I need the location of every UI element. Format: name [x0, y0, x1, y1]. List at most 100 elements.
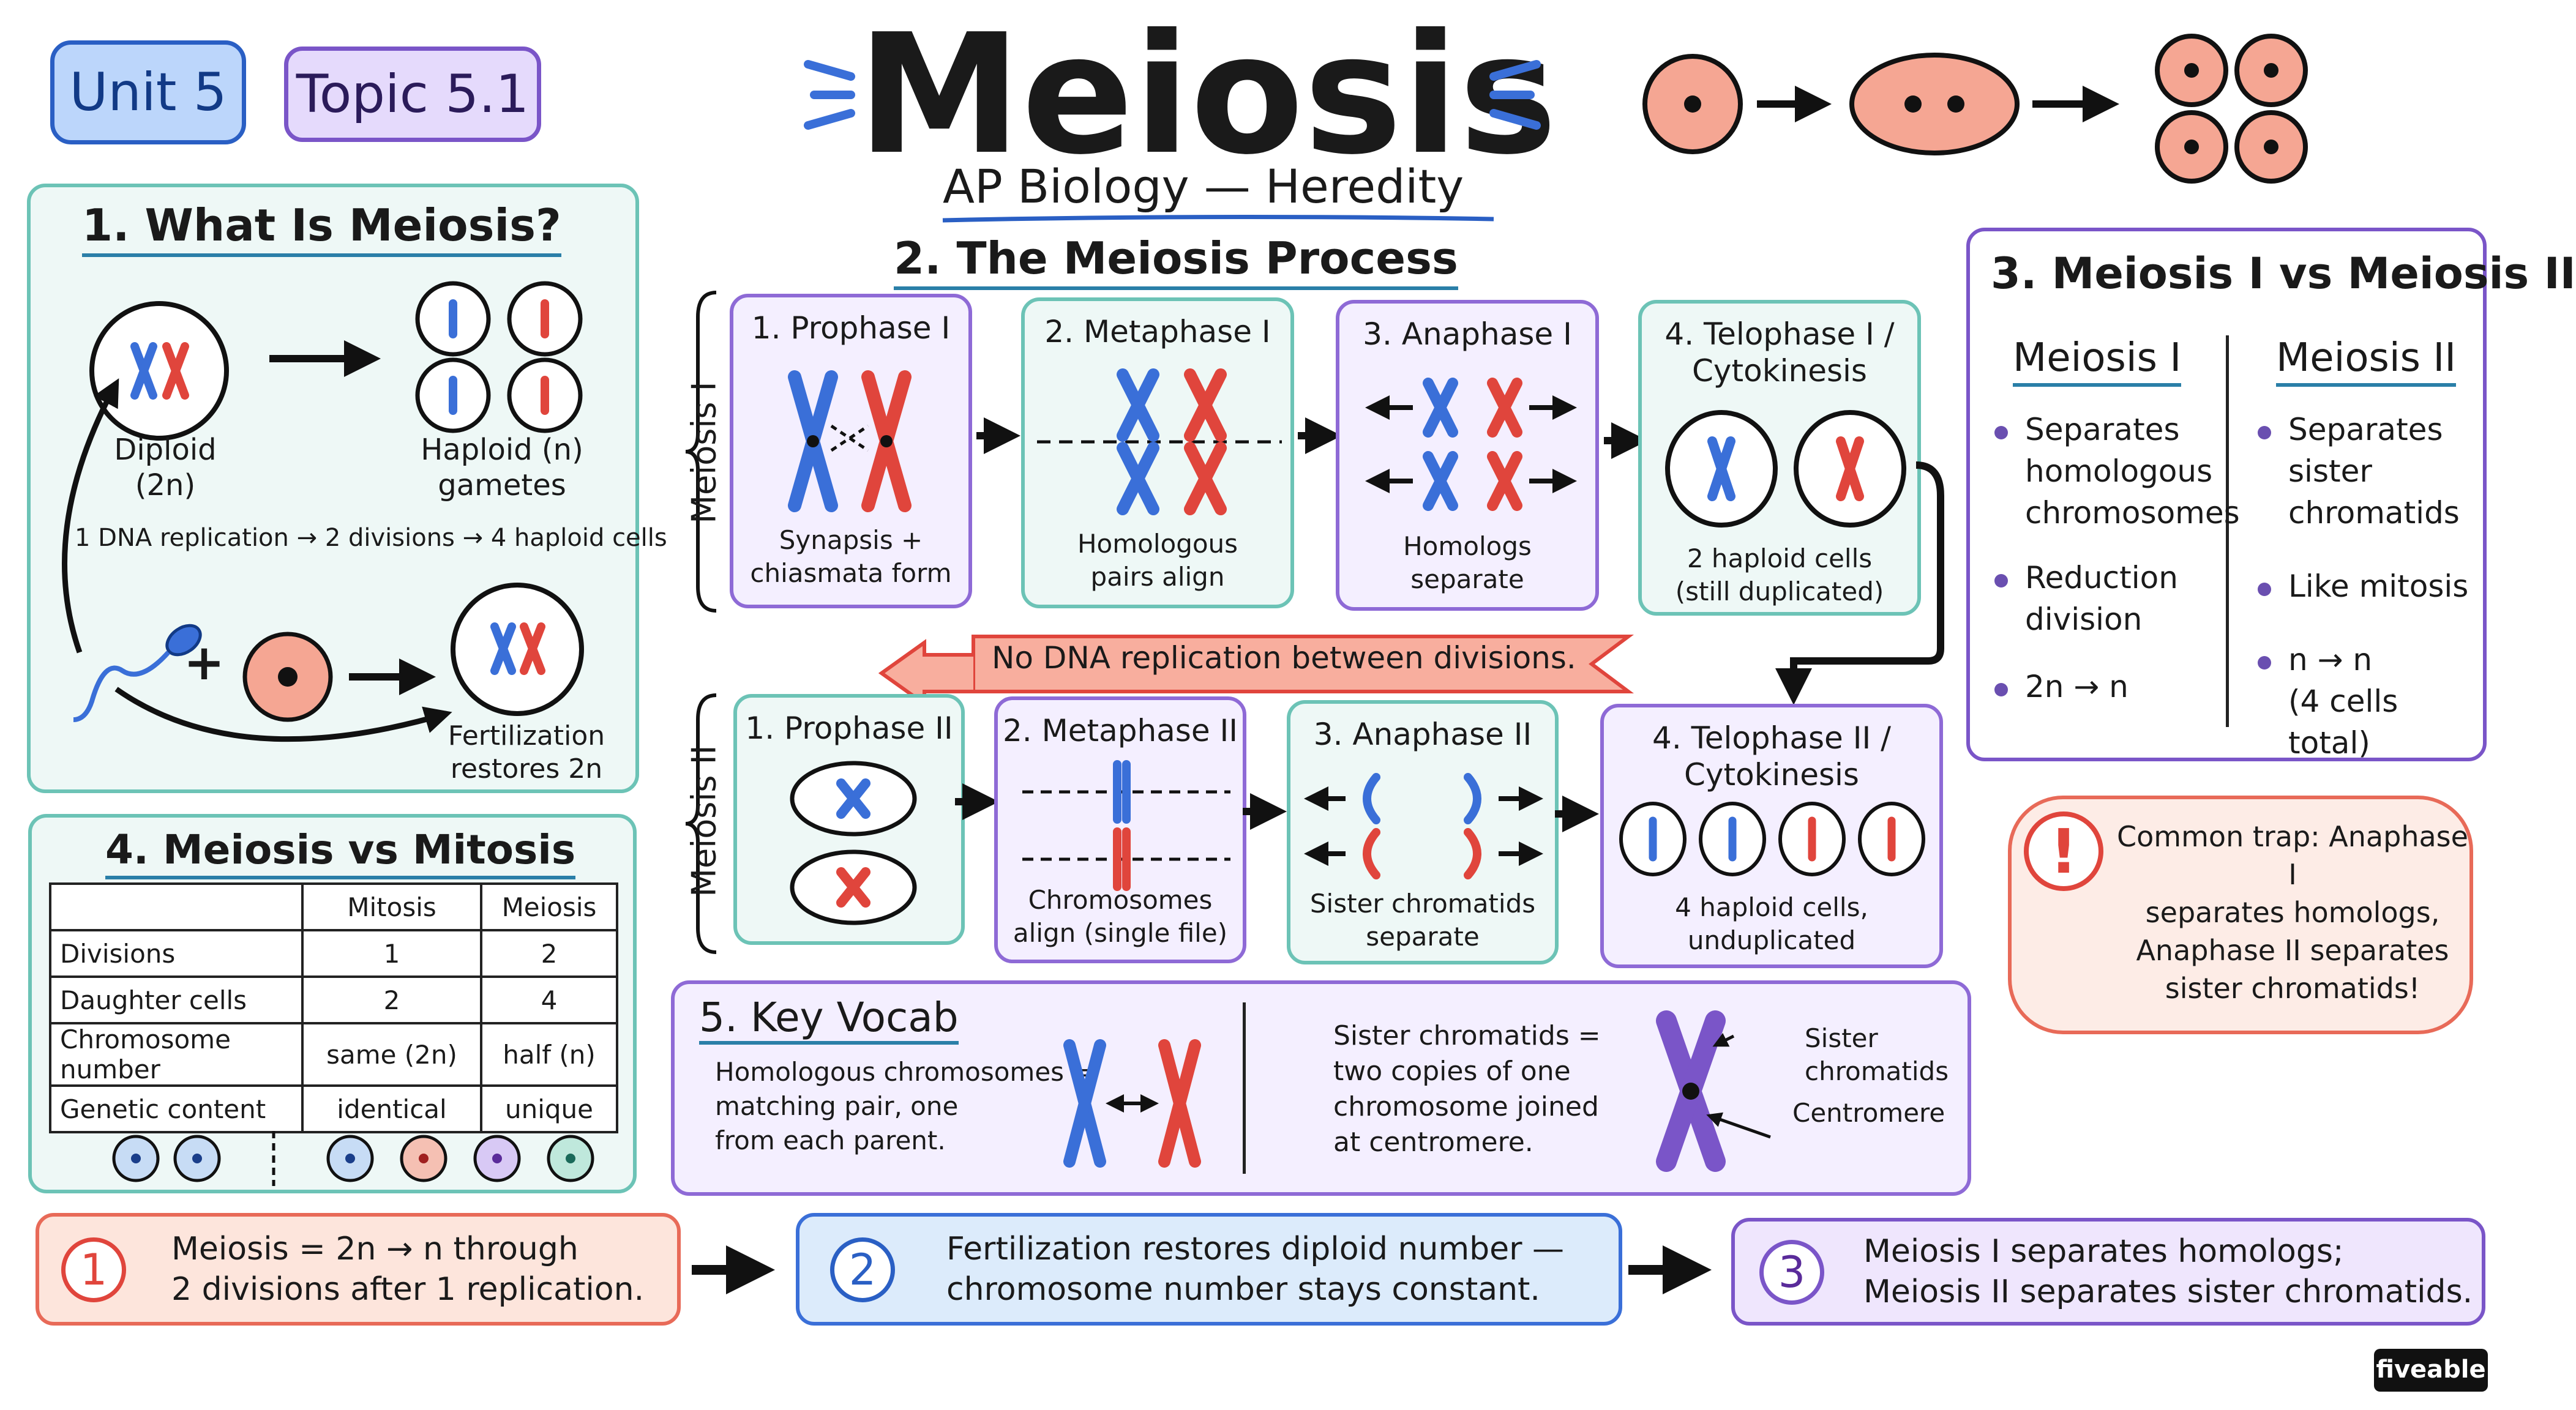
table-cell: identical — [301, 1084, 483, 1133]
takeaway-number: 3 — [1759, 1240, 1824, 1305]
col2-item: Like mitosis — [2288, 569, 2469, 604]
stage-prophase2: 1. Prophase II — [733, 694, 965, 945]
connector-arrow-icon — [1775, 461, 1944, 705]
diploid-cell-icon — [89, 301, 229, 441]
stage-title: 1. Prophase II — [745, 711, 953, 746]
aligned-pairs-icon — [1037, 368, 1282, 515]
sisters-separating-icon — [1304, 773, 1543, 879]
homologous-definition: Homologous chromosomes = matching pair, … — [715, 1057, 1094, 1155]
single-file-chromosomes-icon — [1022, 760, 1230, 891]
bullet-dot — [1994, 683, 2008, 696]
table-cell: 2 — [301, 975, 483, 1024]
stage-telophase1: 4. Telophase I / Cytokinesis 2 haploid c… — [1638, 300, 1921, 616]
sister-chromatids-definition: Sister chromatids = two copies of one ch… — [1333, 1020, 1601, 1158]
fertilization-label: Fertilization restores 2n — [447, 720, 605, 785]
meiosis-arrow-icon — [269, 340, 381, 377]
table-row: Chromosome number same (2n) half (n) — [49, 1022, 618, 1087]
diploid-label: Diploid (2n) — [114, 433, 217, 502]
stage-title: 4. Telophase I / Cytokinesis — [1664, 316, 1895, 389]
table-cell: Genetic content — [49, 1084, 304, 1133]
takeaway-text: Fertilization restores diploid number — … — [946, 1231, 1565, 1308]
meiosis-summary: 1 DNA replication → 2 divisions → 4 hapl… — [75, 524, 667, 552]
stage-anaphase2: 3. Anaphase II Sister chromatids separat… — [1287, 700, 1559, 964]
title-accent-right-icon — [1489, 60, 1541, 130]
centromere-label: Centromere — [1792, 1098, 1945, 1128]
section2-title-text: 2. The Meiosis Process — [894, 233, 1458, 290]
col1-heading: Meiosis I — [2013, 335, 2182, 387]
haploid-label: Haploid (n) gametes — [421, 433, 583, 502]
comparison-table: Mitosis Meiosis Divisions 1 2 Daughter c… — [49, 882, 618, 1133]
stage-title: 2. Metaphase I — [1044, 314, 1271, 349]
cell-division-icon — [1642, 34, 2308, 184]
stage-arrow-icon — [976, 417, 1020, 454]
warning-icon: ! — [2024, 811, 2103, 891]
section4-title-text: 4. Meiosis vs Mitosis — [105, 826, 576, 879]
plus-sign: + — [184, 634, 225, 691]
takeaway-3: 3 Meiosis I separates homologs; Meiosis … — [1731, 1218, 2485, 1326]
section-meiosis-vs-mitosis: 4. Meiosis vs Mitosis Mitosis Meiosis Di… — [28, 814, 637, 1193]
title-accent-left-icon — [804, 60, 855, 130]
takeaway-2: 2 Fertilization restores diploid number … — [796, 1213, 1622, 1326]
topic-badge: Topic 5.1 — [284, 47, 541, 142]
stage-title: 3. Anaphase I — [1363, 316, 1572, 352]
note-banner — [878, 635, 1634, 707]
table-header-cell: Mitosis — [301, 882, 483, 931]
stage-caption: Homologs separate — [1403, 531, 1532, 594]
table-header-row: Mitosis Meiosis — [49, 882, 618, 931]
bullet-dot — [1994, 574, 2008, 588]
section1-title-text: 1. What Is Meiosis? — [82, 200, 561, 257]
takeaway-number-text: 2 — [848, 1245, 877, 1295]
fertilization-curve-icon — [114, 687, 452, 742]
unit-badge-label: Unit 5 — [69, 62, 227, 123]
stage-anaphase1: 3. Anaphase I Homologs separate — [1336, 300, 1599, 611]
section2-title: 2. The Meiosis Process — [894, 233, 1458, 290]
page-title: Meiosis — [857, 0, 1557, 191]
bullet-dot — [2258, 583, 2271, 596]
vocab-divider — [1243, 1002, 1246, 1174]
stage-caption: Synapsis + chiasmata form — [750, 525, 952, 588]
brand-logo-text: fiveable — [2376, 1356, 2486, 1384]
stage-arrow-icon — [1298, 417, 1342, 454]
col2-heading: Meiosis II — [2276, 335, 2457, 387]
synapsis-chromosomes-icon — [788, 370, 912, 512]
homologous-pair-icon — [1063, 1039, 1201, 1168]
table-cell: Daughter cells — [49, 975, 304, 1024]
table-cell: half (n) — [480, 1022, 618, 1087]
takeaway-arrow-icon — [692, 1245, 775, 1294]
table-cell: 2 — [480, 929, 618, 978]
meiosis2-bracket — [685, 693, 717, 954]
common-trap-callout: ! Common trap: Anaphase I separates homo… — [2008, 796, 2473, 1034]
topic-badge-label: Topic 5.1 — [296, 64, 530, 125]
page-subtitle: AP Biology — Heredity — [943, 159, 1464, 214]
stage-title: 2. Metaphase II — [1002, 713, 1238, 748]
egg-cell-icon — [242, 632, 333, 722]
four-haploid-cells-icon — [1619, 802, 1925, 876]
takeaway-number-text: 3 — [1778, 1247, 1806, 1297]
col2-heading-text: Meiosis II — [2276, 335, 2457, 387]
bullet-dot — [2258, 656, 2271, 670]
col2-item: Separates sister chromatids — [2288, 412, 2460, 531]
sperm-icon — [73, 624, 202, 722]
table-row: Divisions 1 2 — [49, 929, 618, 978]
two-haploid-cells-icon — [1665, 410, 1906, 528]
col1-heading-text: Meiosis I — [2013, 335, 2182, 387]
section5-title: 5. Key Vocab — [699, 994, 959, 1045]
takeaway-arrow-icon — [1628, 1245, 1712, 1294]
section3-title: 3. Meiosis I vs Meiosis II — [1991, 248, 2576, 299]
col1-item: Reduction division — [2025, 560, 2178, 637]
stage-prophase1: 1. Prophase I Synapsis + chiasmata form — [730, 294, 972, 608]
table-row: Daughter cells 2 4 — [49, 975, 618, 1024]
brand-logo: fiveable — [2374, 1349, 2488, 1392]
section-key-vocab: 5. Key Vocab Homologous chromosomes = ma… — [671, 980, 1971, 1196]
takeaway-number: 1 — [61, 1237, 126, 1302]
unit-badge: Unit 5 — [50, 40, 246, 144]
table-cell: 4 — [480, 975, 618, 1024]
stage-arrow-icon — [1243, 793, 1287, 830]
no-replication-note: No DNA replication between divisions. — [992, 640, 1576, 676]
table-row: Genetic content identical unique — [49, 1084, 618, 1133]
stage-metaphase1: 2. Metaphase I Homologous pairs align — [1021, 297, 1294, 608]
section1-title: 1. What Is Meiosis? — [82, 200, 561, 257]
table-header-cell — [49, 882, 304, 931]
section-meiosis1-vs-meiosis2: 3. Meiosis I vs Meiosis II Meiosis I Mei… — [1966, 228, 2576, 761]
sister-chromatids-icon — [1656, 1010, 1771, 1172]
